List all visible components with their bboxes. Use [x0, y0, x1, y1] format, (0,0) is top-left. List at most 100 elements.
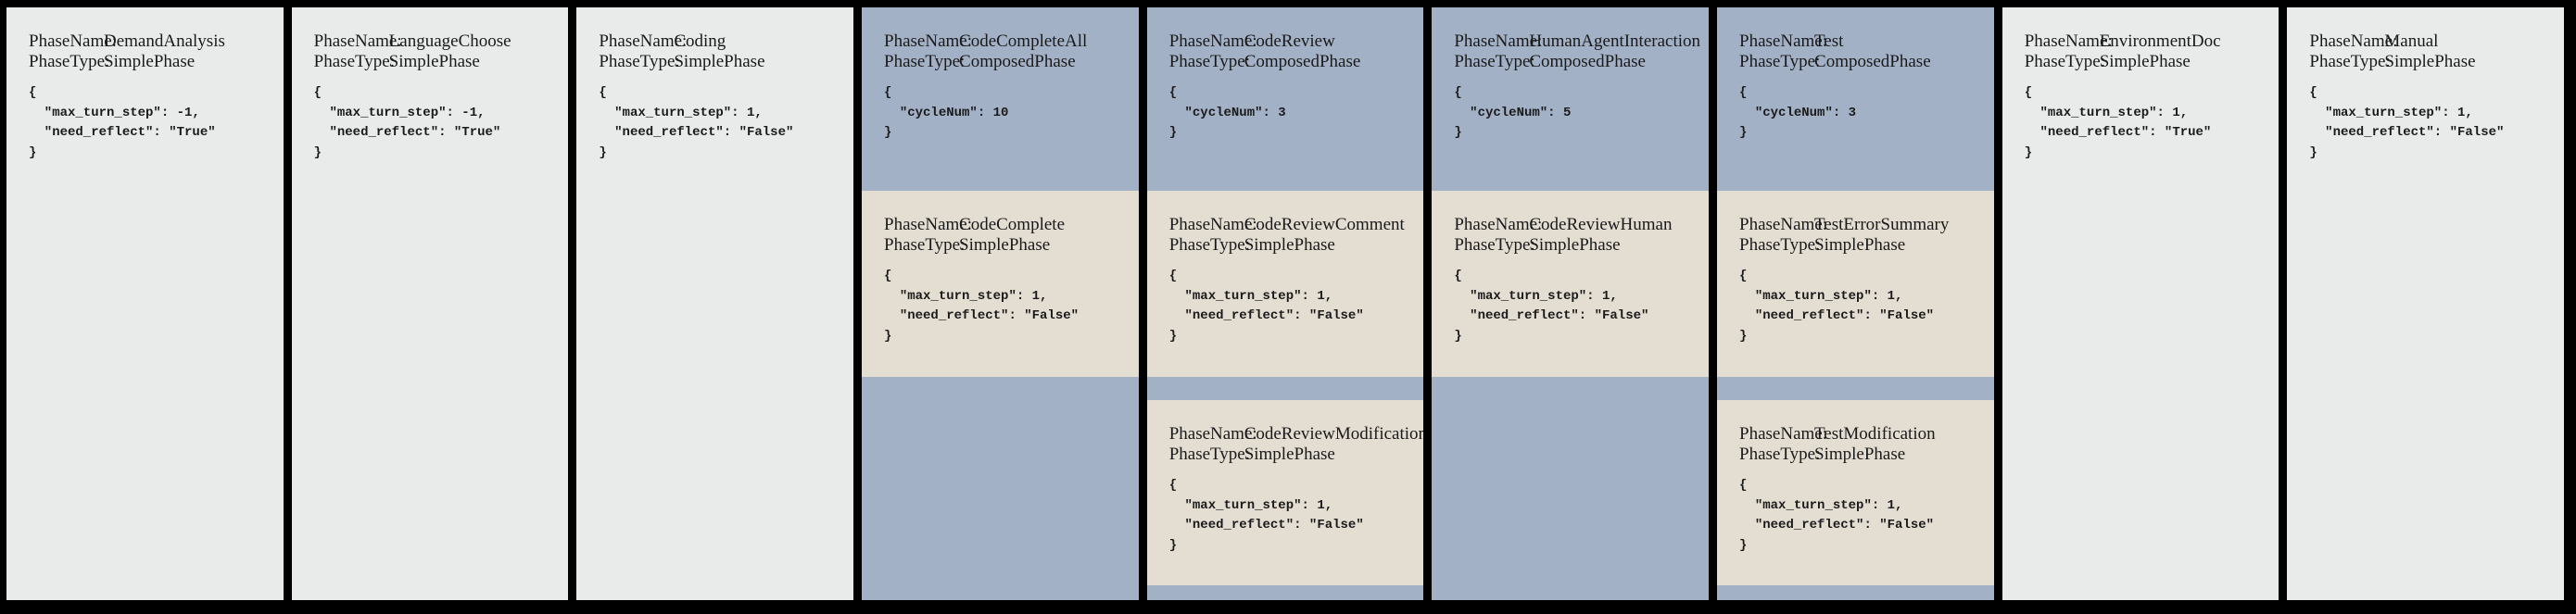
- phase-name-row: PhaseName:Coding: [576, 31, 853, 52]
- phase-type-row: PhaseType:SimplePhase: [2002, 52, 2279, 72]
- phase-type-label: PhaseType:: [884, 234, 966, 255]
- phase-type-value: SimplePhase: [1814, 444, 1906, 464]
- phase-type-label: PhaseType:: [1739, 51, 1821, 71]
- phase-type-value: SimplePhase: [1244, 234, 1335, 255]
- phase-name-value: LanguageChoose: [388, 31, 511, 51]
- phase-name-row: PhaseName:CodeCompleteAll: [862, 31, 1139, 52]
- phase-type-label: PhaseType:: [313, 51, 395, 71]
- phase-type-value: SimplePhase: [104, 51, 196, 71]
- phase-name-row: PhaseName:HumanAgentInteraction: [1432, 31, 1709, 52]
- phase-type-row: PhaseType:SimplePhase: [1432, 235, 1709, 256]
- phase-type-row: PhaseType:SimplePhase: [6, 52, 284, 72]
- phase-config-json: { "max_turn_step": -1, "need_reflect": "…: [29, 85, 216, 160]
- phase-name-row: PhaseName:TestModification: [1717, 424, 1994, 445]
- phase-name-label: PhaseName:: [1168, 31, 1257, 51]
- phase-name-label: PhaseName:: [599, 31, 688, 51]
- phase-type-row: PhaseType:SimplePhase: [1717, 235, 1994, 256]
- phase-config-json: { "max_turn_step": 1, "need_reflect": "F…: [1454, 269, 1649, 344]
- phase-name-label: PhaseName:: [2309, 31, 2398, 51]
- phase-name-row: PhaseName:Test: [1717, 31, 1994, 52]
- phase-config-json: { "max_turn_step": -1, "need_reflect": "…: [313, 85, 501, 160]
- phase-name-row: PhaseName:DemandAnalysis: [6, 31, 284, 52]
- phase-type-label: PhaseType:: [1739, 444, 1821, 464]
- phase-name-value: CodeCompleteAll: [959, 31, 1088, 51]
- phase-type-label: PhaseType:: [1454, 234, 1535, 255]
- phase-type-value: ComposedPhase: [1529, 51, 1646, 71]
- phase-type-row: PhaseType:ComposedPhase: [1717, 52, 1994, 72]
- phase-type-label: PhaseType:: [1168, 234, 1251, 255]
- phase-type-row: PhaseType:ComposedPhase: [1147, 52, 1424, 72]
- phase-type-value: SimplePhase: [388, 51, 480, 71]
- phase-config-json: { "max_turn_step": 1, "need_reflect": "F…: [1168, 478, 1364, 553]
- phase-type-row: PhaseType:SimplePhase: [576, 52, 853, 72]
- phase-name-label: PhaseName:: [29, 31, 117, 51]
- phase-name-row: PhaseName:CodeReviewComment: [1147, 215, 1424, 235]
- phase-name-row: PhaseName:LanguageChoose: [292, 31, 569, 52]
- phase-name-label: PhaseName:: [2024, 31, 2113, 51]
- phase-type-value: SimplePhase: [1814, 234, 1906, 255]
- phase-type-label: PhaseType:: [1454, 51, 1535, 71]
- phase-type-row: PhaseType:SimplePhase: [862, 235, 1139, 256]
- phase-name-row: PhaseName:CodeReviewHuman: [1432, 215, 1709, 235]
- phase-name-value: DemandAnalysis: [104, 31, 225, 51]
- phase-type-row: PhaseType:ComposedPhase: [862, 52, 1139, 72]
- phase-name-value: Coding: [674, 31, 726, 51]
- phase-type-label: PhaseType:: [1168, 51, 1251, 71]
- phase-type-label: PhaseType:: [599, 51, 680, 71]
- phase-type-row: PhaseType:ComposedPhase: [1432, 52, 1709, 72]
- phase-name-label: PhaseName:: [1168, 424, 1257, 444]
- phase-type-label: PhaseType:: [2024, 51, 2106, 71]
- phase-type-value: ComposedPhase: [959, 51, 1076, 71]
- phase-name-label: PhaseName:: [884, 215, 972, 234]
- phase-type-value: SimplePhase: [2384, 51, 2476, 71]
- phase-type-value: SimplePhase: [2099, 51, 2191, 71]
- phase-type-row: PhaseType:SimplePhase: [1147, 235, 1424, 256]
- phase-config-json: { "max_turn_step": 1, "need_reflect": "F…: [1739, 269, 1935, 344]
- phase-name-value: Manual: [2384, 31, 2439, 51]
- phase-name-row: PhaseName:CodeComplete: [862, 215, 1139, 235]
- phase-type-value: SimplePhase: [1244, 444, 1335, 464]
- phase-type-label: PhaseType:: [1739, 234, 1821, 255]
- phase-type-value: SimplePhase: [674, 51, 765, 71]
- phase-name-value: CodeReviewModification: [1244, 424, 1424, 444]
- phase-config-json: { "max_turn_step": 1, "need_reflect": "F…: [599, 85, 794, 160]
- phase-type-label: PhaseType:: [884, 51, 966, 71]
- phase-type-row: PhaseType:SimplePhase: [292, 52, 569, 72]
- phase-name-value: HumanAgentInteraction: [1529, 31, 1701, 51]
- subphase-gap: [1717, 377, 1994, 400]
- phase-name-value: TestErrorSummary: [1814, 215, 1950, 234]
- phase-config-json: { "max_turn_step": 1, "need_reflect": "F…: [1168, 269, 1364, 344]
- phase-type-value: SimplePhase: [959, 234, 1051, 255]
- phase-type-label: PhaseType:: [29, 51, 110, 71]
- phase-type-row: PhaseType:SimplePhase: [2287, 52, 2564, 72]
- phase-name-label: PhaseName:: [1739, 31, 1828, 51]
- phase-name-label: PhaseName:: [313, 31, 402, 51]
- phase-name-value: CodeReviewComment: [1244, 215, 1405, 234]
- phase-config-json: { "max_turn_step": 1, "need_reflect": "F…: [1739, 478, 1935, 553]
- phase-name-label: PhaseName:: [1454, 215, 1543, 234]
- phase-type-value: SimplePhase: [1529, 234, 1621, 255]
- phase-config-json: { "max_turn_step": 1, "need_reflect": "F…: [884, 269, 1080, 344]
- phase-name-value: CodeReview: [1244, 31, 1335, 51]
- phase-name-row: PhaseName:Manual: [2287, 31, 2564, 52]
- phase-name-row: PhaseName:CodeReviewModification: [1147, 424, 1424, 445]
